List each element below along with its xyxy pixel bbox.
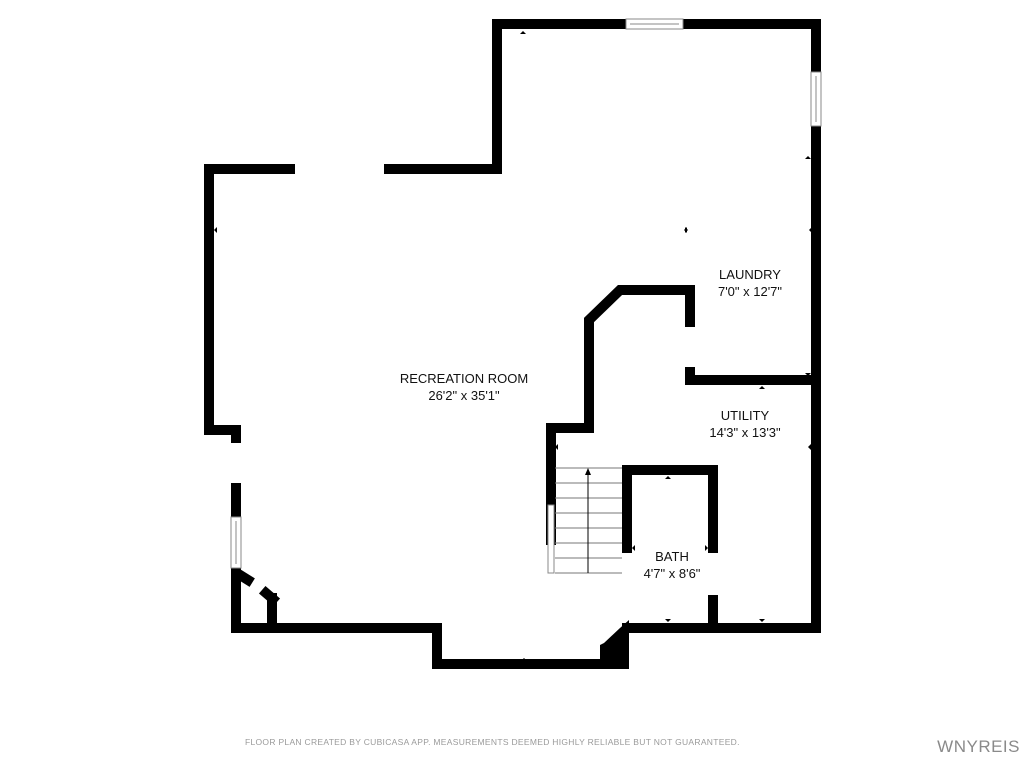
room-name: RECREATION ROOM (399, 371, 529, 386)
room-label-bath: BATH 4'7" x 8'6" (644, 548, 701, 582)
room-name: UTILITY (720, 408, 770, 423)
room-dims: 14'3" x 13'3" (709, 425, 781, 440)
disclaimer-text: FLOOR PLAN CREATED BY CUBICASA APP. MEAS… (245, 737, 740, 747)
wall-left-upper (204, 164, 295, 435)
room-dims: 26'2" x 35'1" (428, 388, 500, 403)
brand-logo: WNYREIS (937, 737, 1020, 756)
stair-arrow-icon (585, 468, 591, 475)
room-dims: 4'7" x 8'6" (643, 566, 701, 581)
room-name: BATH (655, 549, 689, 564)
room-label-recreation: RECREATION ROOM 26'2" x 35'1" (400, 370, 528, 404)
room-dims: 7'0" x 12'7" (717, 284, 783, 299)
room-label-laundry: LAUNDRY 7'0" x 12'7" (718, 266, 782, 300)
room-name: LAUNDRY (719, 267, 781, 282)
room-label-utility: UTILITY 14'3" x 13'3" (709, 407, 780, 441)
